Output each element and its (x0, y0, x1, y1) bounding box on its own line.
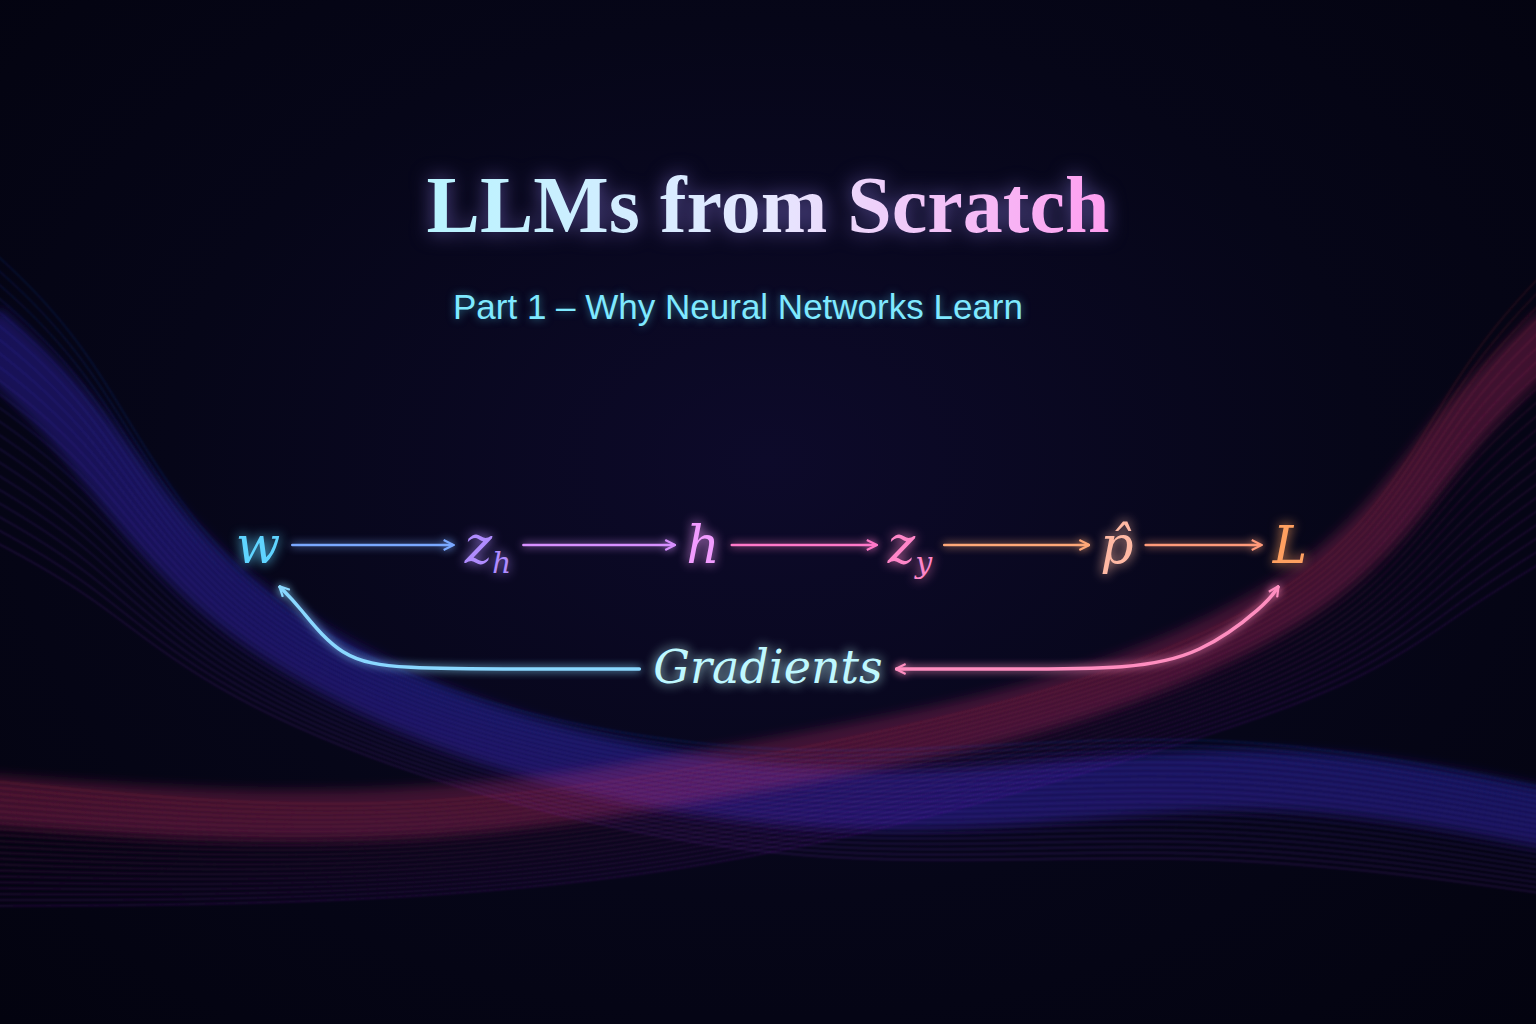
wave-line (0, 316, 1536, 822)
symbol-text: h (686, 515, 720, 575)
variable-symbol: L (1265, 511, 1316, 579)
symbol-text: z (888, 515, 915, 575)
forward-arrow (732, 544, 876, 547)
symbol-text: L (1273, 515, 1308, 575)
wave-line (0, 268, 1536, 800)
gradient-arrow (280, 587, 639, 669)
wave-line (0, 358, 1536, 836)
wave-line (0, 338, 1536, 825)
variable-symbol: zh (457, 511, 520, 579)
wave-line (0, 540, 1536, 900)
title: LLMs from Scratch (427, 160, 1110, 251)
wave-line (0, 366, 1536, 835)
wave-line (0, 464, 1536, 870)
wave-line (0, 324, 1536, 820)
subscript: y (915, 545, 932, 580)
variable-symbol: zy (880, 511, 940, 579)
wave-line (0, 282, 1536, 805)
subscript: h (492, 545, 511, 580)
wave-line (0, 386, 1536, 845)
wave-line (0, 302, 1536, 818)
wave-line (0, 436, 1536, 860)
variable-symbol: w (228, 511, 289, 579)
wave-line (0, 506, 1536, 885)
wave-line (0, 274, 1536, 808)
wave-line (0, 240, 1536, 790)
wave-line (0, 288, 1536, 813)
subtitle: Part 1 – Why Neural Networks Learn (453, 287, 1023, 327)
variable-symbol: p̂ (1092, 511, 1141, 579)
wave-line (0, 296, 1536, 810)
wave-line (0, 344, 1536, 831)
wave-line (0, 380, 1536, 840)
wave-line (0, 400, 1536, 850)
wave-line (0, 408, 1536, 850)
wave-line (0, 394, 1536, 845)
wave-line (0, 478, 1536, 875)
wave-line (0, 450, 1536, 865)
wave-line (0, 260, 1536, 804)
forward-arrow (944, 544, 1088, 547)
wave-line (0, 456, 1536, 869)
wave-line (0, 330, 1536, 816)
wave-line (0, 554, 1536, 906)
wave-line (0, 442, 1536, 864)
forward-arrow (1146, 544, 1261, 547)
symbol-text: Gradients (653, 640, 882, 694)
wave-line (0, 330, 1536, 827)
forward-arrow (523, 544, 674, 547)
wave-line (0, 520, 1536, 890)
symbol-text: w (236, 515, 281, 575)
wave-line (0, 352, 1536, 830)
title-rule (270, 259, 1205, 261)
symbol-text: z (465, 515, 492, 575)
wave-line (0, 254, 1536, 795)
gradient-arrow (897, 587, 1278, 669)
gradient-label: Gradients (645, 636, 890, 698)
wave-line (0, 470, 1536, 874)
wave-line (0, 414, 1536, 855)
wave-line (0, 526, 1536, 895)
wave-line (0, 512, 1536, 889)
wave-line (0, 422, 1536, 855)
wave-line (0, 498, 1536, 884)
wave-line (0, 310, 1536, 815)
wave-line (0, 372, 1536, 841)
wave-line (0, 534, 1536, 895)
forward-arrow (292, 544, 452, 547)
wave-line (0, 492, 1536, 880)
wave-line (0, 330, 1536, 820)
wave-line (0, 428, 1536, 860)
variable-symbol: h (678, 511, 728, 579)
symbol-text: p̂ (1100, 515, 1133, 575)
